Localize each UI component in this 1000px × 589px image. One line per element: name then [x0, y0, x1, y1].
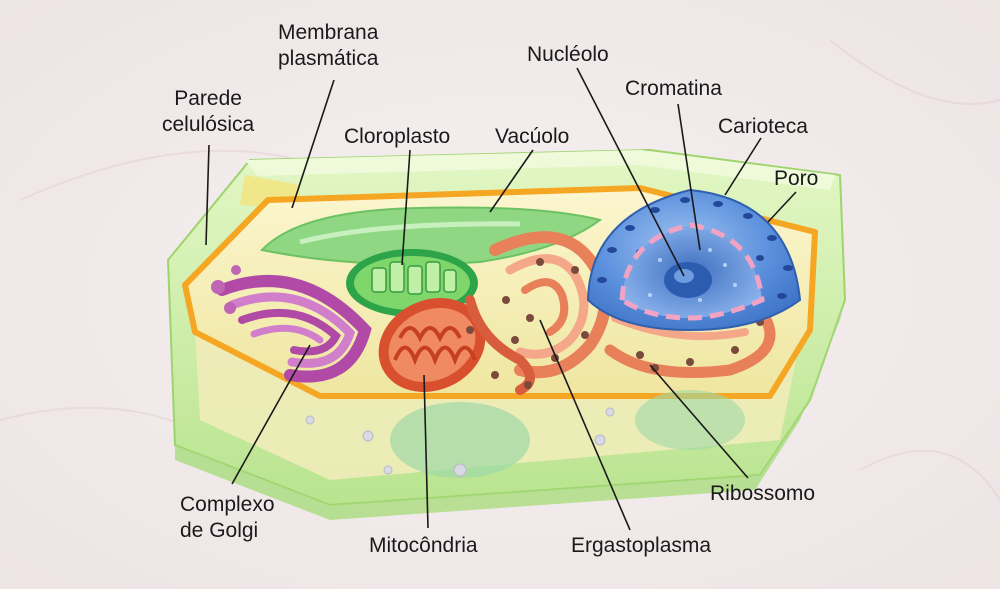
- vesicles: [305, 407, 615, 477]
- label-plasma-membrane-line1: Membrana: [278, 21, 379, 44]
- leader-cloroplasto: [401, 149, 411, 266]
- vacuole: [260, 206, 745, 478]
- golgi-complex: [211, 265, 372, 383]
- label-ribosome: Ribossomo: [710, 482, 816, 505]
- leader-lines: [205, 67, 797, 531]
- leader-ergastoplasma: [539, 319, 631, 531]
- leader-poro: [767, 191, 797, 223]
- mitochondrion: [378, 298, 486, 392]
- ribosomes: [466, 258, 764, 389]
- nucleus: [586, 188, 802, 332]
- label-golgi-line2: de Golgi: [180, 519, 259, 542]
- label-cell-wall: Parede celulósica: [162, 86, 254, 138]
- leader-parede: [205, 144, 210, 246]
- leader-membrana: [291, 79, 335, 209]
- leader-nucleolo: [576, 67, 685, 277]
- label-plasma-membrane-line2: plasmática: [278, 47, 379, 70]
- label-vacuole: Vacúolo: [495, 125, 570, 148]
- label-plasma-membrane: Membrana plasmática: [278, 20, 378, 72]
- leader-ribossomo: [649, 364, 749, 479]
- leader-cromatina: [677, 103, 701, 251]
- label-chloroplast: Cloroplasto: [344, 125, 451, 148]
- label-cell-wall-line2: celulósica: [162, 113, 255, 136]
- label-golgi-complex: Complexo de Golgi: [180, 492, 275, 544]
- label-nuclear-envelope: Carioteca: [718, 115, 808, 138]
- label-ergastoplasm: Ergastoplasma: [571, 534, 712, 557]
- label-chromatin: Cromatina: [625, 77, 722, 100]
- label-golgi-line1: Complexo: [180, 493, 275, 516]
- leader-mitocondria: [423, 374, 429, 529]
- leader-golgi: [231, 344, 311, 485]
- label-nuclear-pore: Poro: [774, 167, 819, 190]
- leader-vacuolo: [489, 149, 534, 213]
- label-cell-wall-line1: Parede: [174, 87, 242, 110]
- leader-carioteca: [724, 137, 762, 196]
- label-nucleolus: Nucléolo: [527, 43, 609, 66]
- label-mitochondrion: Mitocôndria: [369, 534, 478, 557]
- plasma-membrane: [182, 185, 818, 399]
